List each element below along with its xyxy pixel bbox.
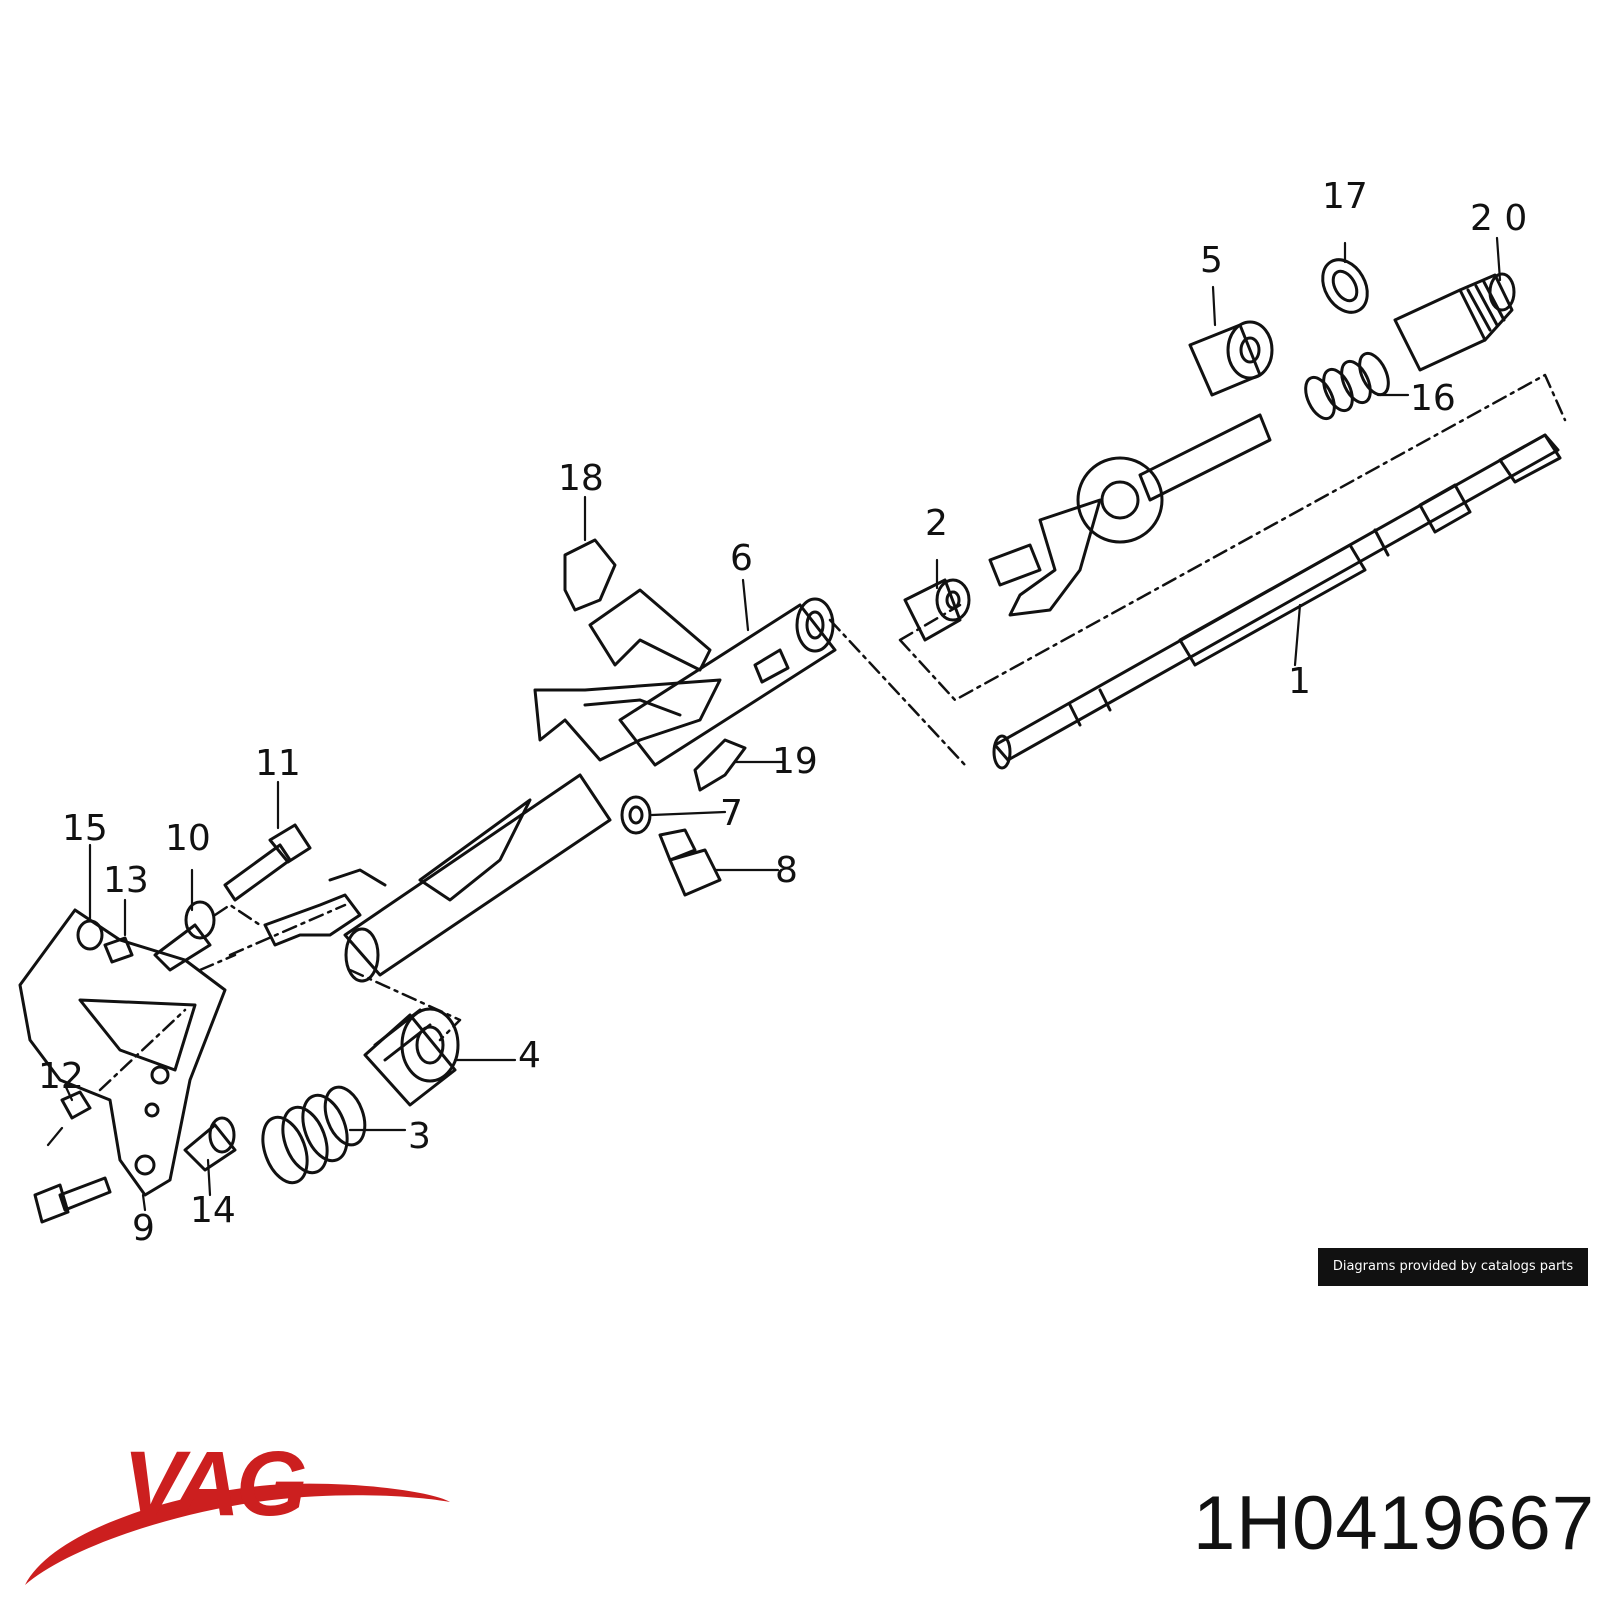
part-small-bushing [903,578,971,642]
part-spring [1304,351,1390,421]
part-pedal-bracket [18,908,227,1197]
callout-12: 12 [38,1056,84,1097]
callout-20: 2 0 [1470,198,1527,239]
callout-19: 19 [772,741,818,782]
callout-7: 7 [720,793,743,834]
logo-wordmark: VAG [123,1440,305,1535]
leader-dashdot-lower [98,903,462,1092]
leader-dashdot-shaft [828,373,1567,767]
callout-8: 8 [775,850,798,891]
part-nut-12 [60,1090,92,1120]
callout-leaders [46,236,1502,1212]
part-plug-8 [658,828,722,897]
callout-16: 16 [1410,378,1456,419]
part-bracket-18 [563,538,712,672]
part-pin-10 [153,900,216,972]
callout-2: 2 [925,503,948,544]
part-bottom-bolt [33,1176,112,1224]
callout-6: 6 [730,538,753,579]
part-washer-17 [1321,258,1369,314]
part-clip-19 [693,738,747,792]
part-nut-15 [76,919,104,951]
callout-10: 10 [165,818,211,859]
diagram-credit-badge: Diagrams provided by catalogs parts [1318,1248,1588,1286]
callout-13: 13 [103,860,149,901]
part-splined-sleeve [1393,272,1516,372]
callout-14: 14 [190,1190,236,1231]
part-bearing-4 [363,1007,460,1107]
part-number: 1H0419667 [1192,1481,1595,1566]
part-bushing-14 [183,1116,237,1172]
callout-3: 3 [408,1116,431,1157]
part-bushing-5 [1188,320,1274,397]
part-bolt-11 [223,823,312,902]
callout-1: 1 [1288,661,1311,702]
part-washer-7 [620,795,652,835]
part-lower-column [343,773,612,983]
part-linkage [263,893,362,947]
logo-swoosh [25,1483,450,1585]
part-steering-shaft [992,433,1562,770]
callout-11: 11 [255,743,301,784]
part-column-tube [618,597,837,767]
part-nut-13 [103,936,134,964]
callout-15: 15 [62,808,108,849]
part-switch-assembly [988,413,1272,617]
callout-5: 5 [1200,240,1223,281]
callout-4: 4 [518,1035,541,1076]
part-bellows-3 [261,1085,367,1185]
callout-9: 9 [132,1208,155,1249]
part-mounting-plate [533,678,722,762]
callout-17: 17 [1322,176,1368,217]
vag-logo: VAG [25,1440,450,1585]
callout-18: 18 [558,458,604,499]
